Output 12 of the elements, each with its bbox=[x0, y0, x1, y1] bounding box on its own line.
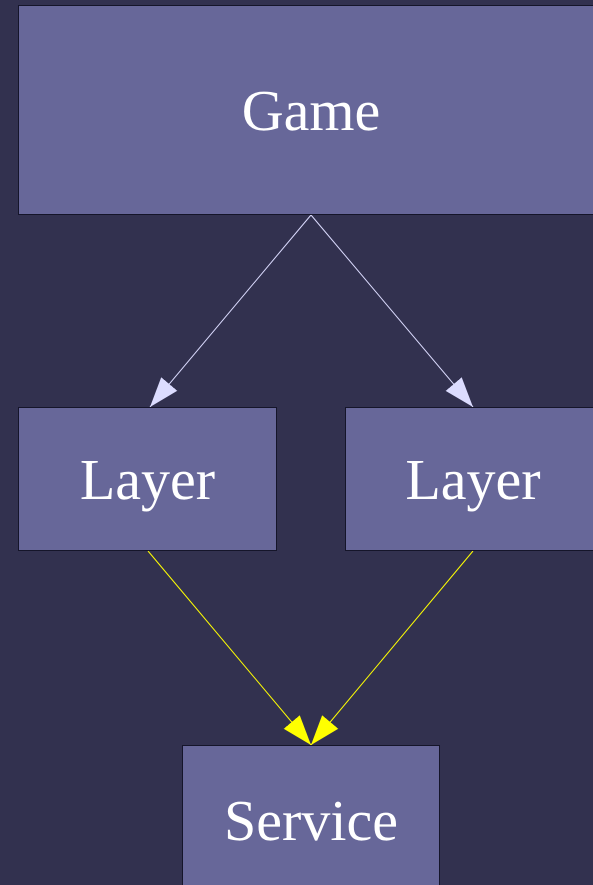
arrow bbox=[310, 214, 474, 408]
arrow bbox=[150, 214, 312, 408]
box-label: Layer bbox=[405, 446, 541, 512]
process-box bbox=[18, 407, 277, 551]
box-label: Service bbox=[224, 786, 398, 854]
process-box bbox=[18, 5, 593, 215]
box-label: Game bbox=[242, 76, 380, 144]
box-label: Layer bbox=[80, 446, 216, 512]
arrow bbox=[310, 550, 474, 746]
process-box bbox=[345, 407, 593, 551]
arrow bbox=[148, 550, 312, 746]
process-box bbox=[182, 745, 440, 885]
